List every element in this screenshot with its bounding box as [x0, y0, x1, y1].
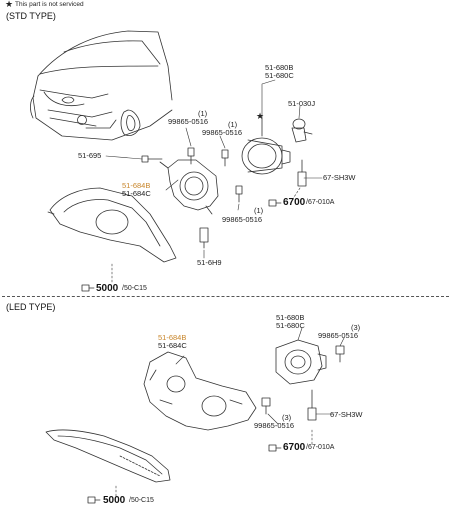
led-ref-5000-page: /50-C15: [129, 497, 154, 504]
car-illustration: [30, 30, 173, 141]
led-connector: [307, 389, 317, 421]
std-label-qty-1a: (1): [198, 109, 208, 118]
led-bolts: [261, 345, 345, 415]
star-icon: ★: [5, 0, 14, 9]
led-label-51-680b: 51-680B: [276, 313, 305, 322]
std-bolts: [141, 147, 243, 249]
led-ref-5000[interactable]: 5000: [103, 495, 126, 506]
std-bulb: [291, 118, 313, 143]
led-label-qty-3a: (3): [351, 323, 361, 332]
std-label-51-695: 51-695: [78, 151, 102, 160]
std-fog-lamp: [241, 137, 291, 175]
std-connector: [297, 159, 307, 187]
led-label-51-684c: 51-684C: [158, 341, 187, 350]
std-label-51-6h9: 51-6H9: [197, 258, 222, 267]
std-leaders: [105, 79, 323, 283]
std-label-bolt-b: 99865-0516: [202, 128, 243, 137]
led-label-bolt-a: 99865-0516: [318, 331, 359, 340]
std-label-qty-1b: (1): [228, 120, 238, 129]
std-ref-6700-page: /67-010A: [306, 199, 335, 206]
section-divider: [2, 296, 449, 297]
std-label-51-680c: 51-680C: [265, 71, 294, 80]
led-fog-lamp: [275, 339, 327, 385]
std-ref-6700[interactable]: 6700: [283, 197, 306, 208]
star-note: This part is not serviced: [15, 1, 84, 8]
led-section-title: (LED TYPE): [6, 302, 56, 312]
led-label-51-680c: 51-680C: [276, 321, 305, 330]
std-label-bolt-a: 99865-0516: [168, 117, 209, 126]
led-leaders: [115, 327, 345, 497]
std-star-marker-icon: ★: [256, 111, 265, 121]
std-label-bolt-c: 99865-0516: [222, 215, 263, 224]
ref-arrow-icons: [81, 199, 282, 504]
led-ref-6700-page: /67-010A: [306, 444, 335, 451]
std-ref-5000[interactable]: 5000: [96, 283, 119, 294]
std-section-title: (STD TYPE): [6, 11, 56, 21]
std-label-51-680b: 51-680B: [265, 63, 294, 72]
std-label-qty-1c: (1): [254, 206, 264, 215]
std-fog-bracket: [159, 159, 219, 215]
led-label-67-sh3w: 67-SH3W: [330, 410, 363, 419]
led-label-bolt-b: 99865-0516: [254, 421, 295, 430]
led-label-qty-3b: (3): [282, 413, 292, 422]
std-ref-5000-page: /50-C15: [122, 285, 147, 292]
led-ref-6700[interactable]: 6700: [283, 442, 306, 453]
std-fog-bezel: [47, 187, 177, 263]
std-label-51-684c: 51-684C: [122, 189, 151, 198]
std-label-67-sh3w: 67-SH3W: [323, 173, 356, 182]
std-label-51-030j: 51-030J: [288, 99, 316, 108]
led-label-51-684b: 51-684B: [158, 333, 187, 342]
std-label-51-684b: 51-684B: [122, 181, 151, 190]
led-fog-bracket: [143, 351, 257, 431]
led-fog-bezel: [45, 429, 171, 483]
